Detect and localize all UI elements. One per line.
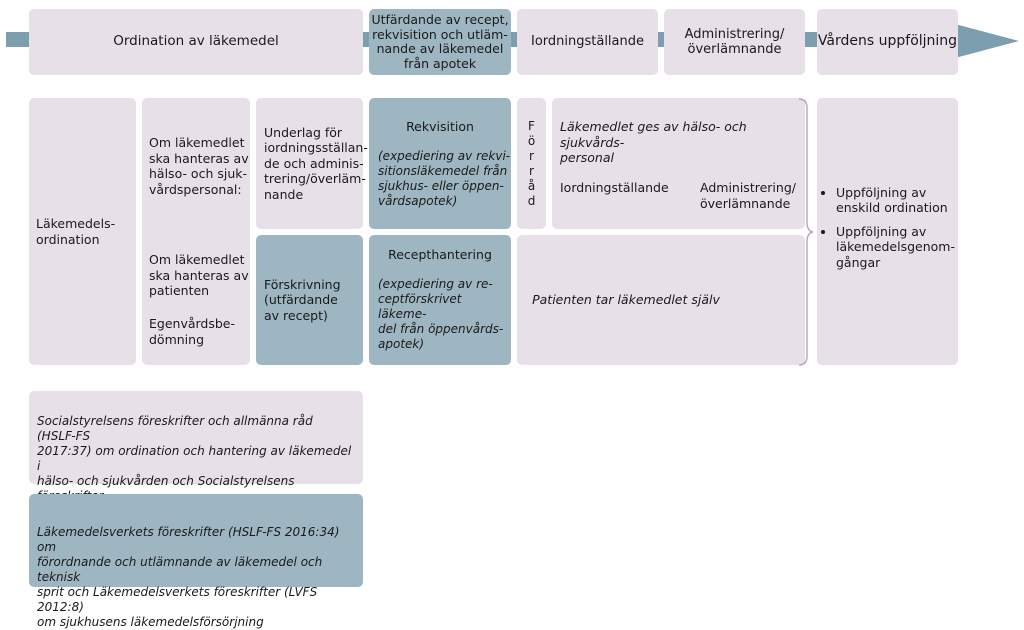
header-uppfoljning-label: Vårdens uppföljning	[817, 33, 958, 50]
recept-box: Recepthantering (expediering av re- cept…	[369, 235, 511, 365]
underlag-label: Underlag för iordningsställan- de och ad…	[264, 124, 368, 202]
header-utfardande-label: Utfärdande av recept, rekvisition och ut…	[371, 12, 509, 71]
hantering-box: Om läkemedlet ska hanteras av hälso- och…	[142, 98, 250, 365]
egenvard-label: Egenvårdsbe- dömning	[149, 316, 236, 347]
forrad-letter: å	[527, 178, 536, 193]
admin-sub-label: Administrering/ överlämnande	[700, 180, 796, 211]
forskrivning-label: Förskrivning (utfärdande av recept)	[264, 276, 341, 323]
forrad-letter: r	[529, 163, 534, 178]
socialstyrelsen-box: Socialstyrelsens föreskrifter och allmän…	[29, 391, 363, 548]
ges-av-box: Läkemedlet ges av hälso- och sjukvårds- …	[552, 98, 805, 229]
brace-icon	[798, 98, 814, 366]
forrad-box: F ö r r å d	[517, 98, 546, 229]
om-patienten-label: Om läkemedlet ska hanteras av patienten	[149, 252, 249, 298]
uppfoljning-item: Uppföljning av läkemedelsgenom- gångar	[836, 224, 955, 271]
header-administrering-label: Administrering/ överlämnande	[684, 26, 785, 58]
header-iordningstallande: Iordningställande	[517, 9, 658, 75]
patienten-tar-label: Patienten tar läkemedlet själv	[532, 292, 720, 308]
rekvisition-box: Rekvisition (expediering av rekvi- sitio…	[369, 98, 511, 229]
underlag-box: Underlag för iordningsställan- de och ad…	[256, 98, 368, 229]
recept-sub: (expediering av re- ceptförskrivet läkem…	[378, 277, 504, 351]
forskrivning-box: Förskrivning (utfärdande av recept)	[256, 235, 363, 365]
ges-av-label: Läkemedlet ges av hälso- och sjukvårds- …	[560, 119, 747, 165]
lakemedelsverket-label: Läkemedelsverkets föreskrifter (HSLF-FS …	[37, 525, 340, 629]
header-ordination-label: Ordination av läkemedel	[113, 33, 279, 50]
forrad-letter: d	[527, 193, 536, 208]
forrad-letter: ö	[527, 133, 536, 148]
lakemedelsordination-label: Läkemedels- ordination	[36, 216, 116, 247]
header-ordination: Ordination av läkemedel	[29, 9, 363, 75]
header-utfardande: Utfärdande av recept, rekvisition och ut…	[369, 9, 511, 75]
iordning-sub-label: Iordningställande	[560, 180, 669, 195]
recept-title: Recepthantering	[388, 247, 492, 262]
uppfoljning-item: Uppföljning av enskild ordination	[836, 185, 955, 216]
header-iordningstallande-label: Iordningställande	[530, 34, 644, 50]
uppfoljning-box: Uppföljning av enskild ordination Uppföl…	[817, 98, 958, 365]
om-halso-label: Om läkemedlet ska hanteras av hälso- och…	[149, 135, 249, 197]
forrad-letter: r	[529, 148, 534, 163]
lakemedelsverket-box: Läkemedelsverkets föreskrifter (HSLF-FS …	[29, 494, 363, 629]
header-uppfoljning: Vårdens uppföljning	[817, 9, 958, 75]
header-administrering: Administrering/ överlämnande	[664, 9, 805, 75]
forrad-letter: F	[528, 118, 535, 133]
rekvisition-title: Rekvisition	[406, 119, 474, 134]
uppfoljning-list: Uppföljning av enskild ordination Uppföl…	[820, 185, 955, 279]
process-arrow-head	[955, 24, 1019, 58]
lakemedelsordination-box: Läkemedels- ordination	[29, 98, 136, 365]
patienten-box: Patienten tar läkemedlet själv	[517, 235, 805, 365]
rekvisition-sub: (expediering av rekvi- sitionsläkemedel …	[378, 149, 511, 208]
